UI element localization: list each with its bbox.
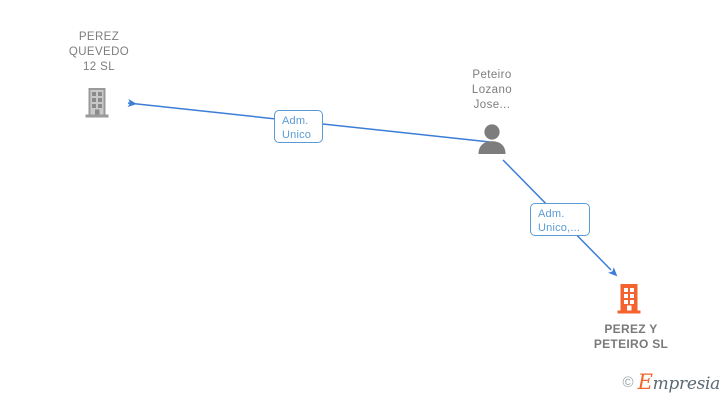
brand-rest: mpresia — [652, 374, 721, 394]
empresia-watermark: © Empresia — [622, 370, 721, 395]
edge-label-adm-unico-2[interactable]: Adm. Unico,... — [530, 203, 590, 236]
building-icon[interactable] — [613, 280, 649, 321]
brand-name: Empresia — [637, 370, 721, 395]
node-label-perez-quevedo-12-sl: PEREZ QUEVEDO 12 SL — [68, 31, 130, 73]
edge-label-adm-unico-1[interactable]: Adm. Unico — [274, 110, 323, 143]
node-label-perez-y-peteiro-sl: PEREZ Y PETEIRO SL — [593, 322, 669, 351]
node-label-peteiro-lozano-jose: Peteiro Lozano Jose... — [471, 69, 513, 111]
copyright-icon: © — [622, 374, 634, 391]
brand-initial: E — [637, 370, 653, 394]
person-icon[interactable] — [475, 122, 509, 161]
building-icon[interactable] — [81, 84, 117, 125]
